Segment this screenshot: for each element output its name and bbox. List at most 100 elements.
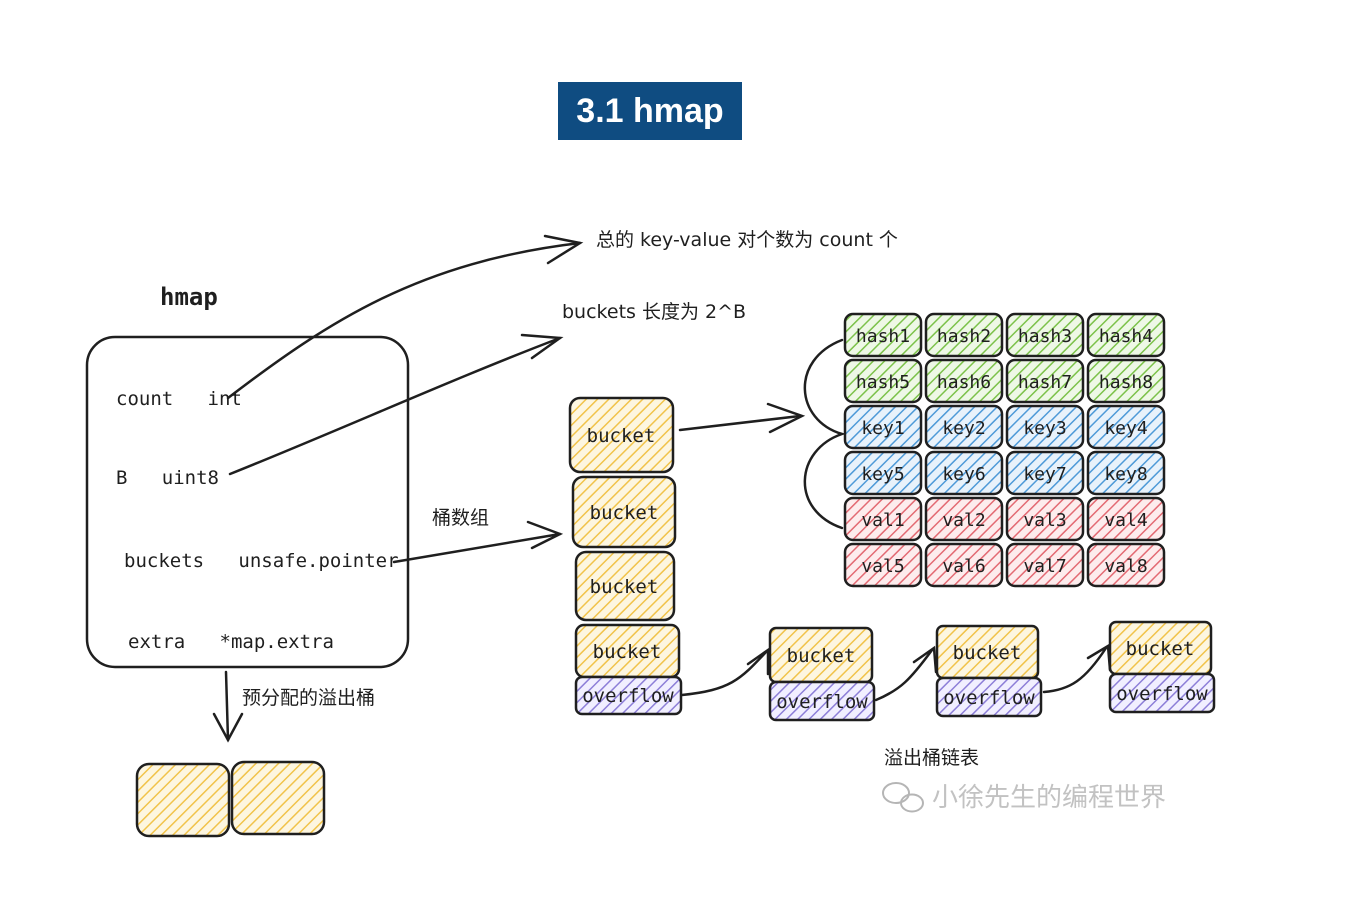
chain-overflow-cell <box>768 680 876 722</box>
hash-cell <box>924 312 1004 358</box>
key-label: key8 <box>1104 464 1147 485</box>
bucket-array: bucket bucket bucket bucket overflow <box>568 396 683 716</box>
overflow-cell <box>574 675 683 716</box>
key-cell <box>1086 404 1166 450</box>
hash-cell <box>1086 358 1166 404</box>
prealloc-bucket <box>135 762 231 838</box>
overflow-chain-note: 溢出桶链表 <box>884 747 979 769</box>
chain-arrow-2-head <box>912 645 938 674</box>
bucket-detail-arrow-head <box>766 402 806 434</box>
key-label: key5 <box>861 464 904 485</box>
val-label: val6 <box>942 556 985 577</box>
key-cell <box>843 450 923 496</box>
hash-label: hash8 <box>1099 372 1153 393</box>
key-label: key4 <box>1104 418 1147 439</box>
bucket-array-note: 桶数组 <box>432 507 489 529</box>
hash-cell <box>843 312 923 358</box>
val-label: val2 <box>942 510 985 531</box>
val-label: val4 <box>1104 510 1147 531</box>
page-title: 3.1 hmap <box>558 82 742 140</box>
chain-arrow-1 <box>680 650 768 697</box>
hash-cell <box>924 358 1004 404</box>
field-extra: extra *map.extra <box>128 631 334 653</box>
buckets-arrow-head <box>526 520 564 550</box>
bucket-cell <box>568 396 675 474</box>
chain-arrow-3 <box>1042 646 1108 694</box>
val-cell <box>843 496 923 542</box>
bucket-label: bucket <box>590 502 659 524</box>
bucket-label: bucket <box>593 641 662 663</box>
key-label: key6 <box>942 464 985 485</box>
key-cell <box>924 404 1004 450</box>
bucket-cell <box>571 475 677 549</box>
watermark: 小徐先生的编程世界 <box>932 783 1166 813</box>
key-label: key1 <box>861 418 904 439</box>
bucket-cell <box>574 550 676 622</box>
val-cell <box>1005 496 1085 542</box>
prealloc-overflow-note: 预分配的溢出桶 <box>242 687 375 709</box>
hash-label: hash3 <box>1018 326 1072 347</box>
val-cell <box>1005 542 1085 588</box>
val-cell <box>1086 542 1166 588</box>
b-arrow-head <box>520 333 564 360</box>
chain-arrow-1-head <box>746 647 770 676</box>
hash-cell <box>1005 312 1085 358</box>
hash-label: hash1 <box>856 326 910 347</box>
key-label: key7 <box>1023 464 1066 485</box>
hmap-struct-box <box>85 335 410 669</box>
hash-cell <box>843 358 923 404</box>
field-buckets: buckets unsafe.pointer <box>124 550 399 572</box>
chain-bucket-label: bucket <box>1126 638 1195 660</box>
extra-arrow-head <box>212 712 244 743</box>
hash-label: hash4 <box>1099 326 1153 347</box>
chain-overflow-label: overflow <box>943 687 1035 709</box>
hash-label: hash5 <box>856 372 910 393</box>
b-arrow <box>228 336 562 476</box>
chain-bucket-label: bucket <box>787 645 856 667</box>
bucket-detail-arrow <box>678 414 802 432</box>
chain-overflow-label: overflow <box>1116 683 1208 705</box>
key-cell <box>1005 450 1085 496</box>
hmap-label: hmap <box>160 283 218 311</box>
key-cell <box>1005 404 1085 450</box>
val-label: val3 <box>1023 510 1066 531</box>
val-cell <box>924 542 1004 588</box>
hash-cell <box>1086 312 1166 358</box>
val-label: val1 <box>861 510 904 531</box>
bucket-label: bucket <box>587 425 656 447</box>
chain-overflow-cell <box>935 676 1043 718</box>
hash-label: hash7 <box>1018 372 1072 393</box>
hash-cell <box>1005 358 1085 404</box>
extra-arrow <box>224 670 230 742</box>
val-cell <box>924 496 1004 542</box>
field-b: B uint8 <box>116 467 219 489</box>
bucket-label: bucket <box>590 576 659 598</box>
chain-overflow-label: overflow <box>776 691 868 713</box>
count-arrow <box>226 241 582 400</box>
prealloc-bucket <box>230 760 326 836</box>
key-label: key2 <box>942 418 985 439</box>
wechat-icon <box>882 782 924 813</box>
brace <box>803 338 847 530</box>
val-cell <box>843 542 923 588</box>
val-cell <box>1086 496 1166 542</box>
bucket-detail-grid: hash1 hash2 hash3 hash4 hash5 hash6 hash… <box>843 312 1166 588</box>
key-cell <box>924 450 1004 496</box>
buckets-length-note: buckets 长度为 2^B <box>562 301 746 323</box>
key-cell <box>1086 450 1166 496</box>
total-kv-note: 总的 key-value 对个数为 count 个 <box>596 229 898 251</box>
hash-label: hash6 <box>937 372 991 393</box>
val-label: val8 <box>1104 556 1147 577</box>
key-cell <box>843 404 923 450</box>
chain-overflow-cell <box>1108 672 1216 714</box>
key-label: key3 <box>1023 418 1066 439</box>
hash-label: hash2 <box>937 326 991 347</box>
chain-bucket-label: bucket <box>953 642 1022 664</box>
field-count: count int <box>116 388 242 410</box>
val-label: val7 <box>1023 556 1066 577</box>
chain-arrow-2 <box>874 648 934 702</box>
buckets-arrow <box>392 532 562 564</box>
overflow-label: overflow <box>582 685 674 707</box>
overflow-chain: bucket overflow bucket overflow bucket o… <box>768 620 1216 722</box>
